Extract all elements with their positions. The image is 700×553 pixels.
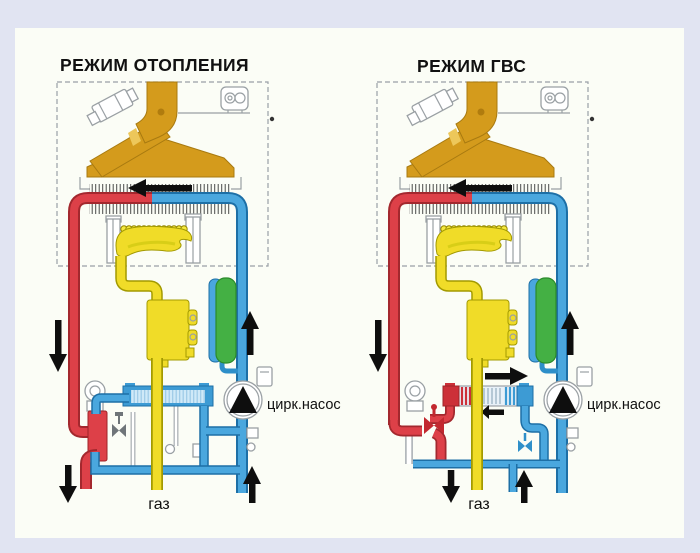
flow-arrow-dhw-right bbox=[485, 367, 528, 385]
heating-mode-title: РЕЖИМ ОТОПЛЕНИЯ bbox=[60, 55, 249, 75]
flow-arrow-cold-inlet-up bbox=[515, 470, 533, 503]
three-way-valve-hot bbox=[68, 410, 108, 462]
dhw-circuit-pipes-cold bbox=[90, 393, 240, 475]
plate-heat-exchanger bbox=[122, 383, 214, 407]
plate-heat-exchanger-active bbox=[442, 383, 534, 407]
dhw-mode-title: РЕЖИМ ГВС bbox=[417, 56, 526, 76]
flow-arrow-heating-out-down bbox=[59, 465, 77, 503]
flow-arrow-heating-return-up bbox=[243, 466, 261, 503]
gas-label: газ bbox=[468, 496, 490, 513]
gas-label: газ bbox=[148, 496, 170, 513]
flow-arrow-hot-tap-down bbox=[442, 470, 460, 503]
bypass-valve bbox=[112, 412, 126, 437]
pump-label: цирк.насос bbox=[267, 397, 341, 413]
inactive-dhw-lines bbox=[130, 406, 203, 468]
panel-heating-mode: РЕЖИМ ОТОПЛЕНИЯ цирк.насос газ bbox=[49, 55, 341, 513]
panel-dhw-mode: РЕЖИМ ГВС цирк.насос газ bbox=[369, 56, 661, 513]
dhw-valve-hot bbox=[424, 404, 444, 434]
flow-arrow-dhw-left-small bbox=[481, 405, 504, 419]
cold-water-links bbox=[413, 406, 560, 492]
dhw-valve-cold bbox=[518, 433, 532, 452]
pump-label: цирк.насос bbox=[587, 397, 661, 413]
